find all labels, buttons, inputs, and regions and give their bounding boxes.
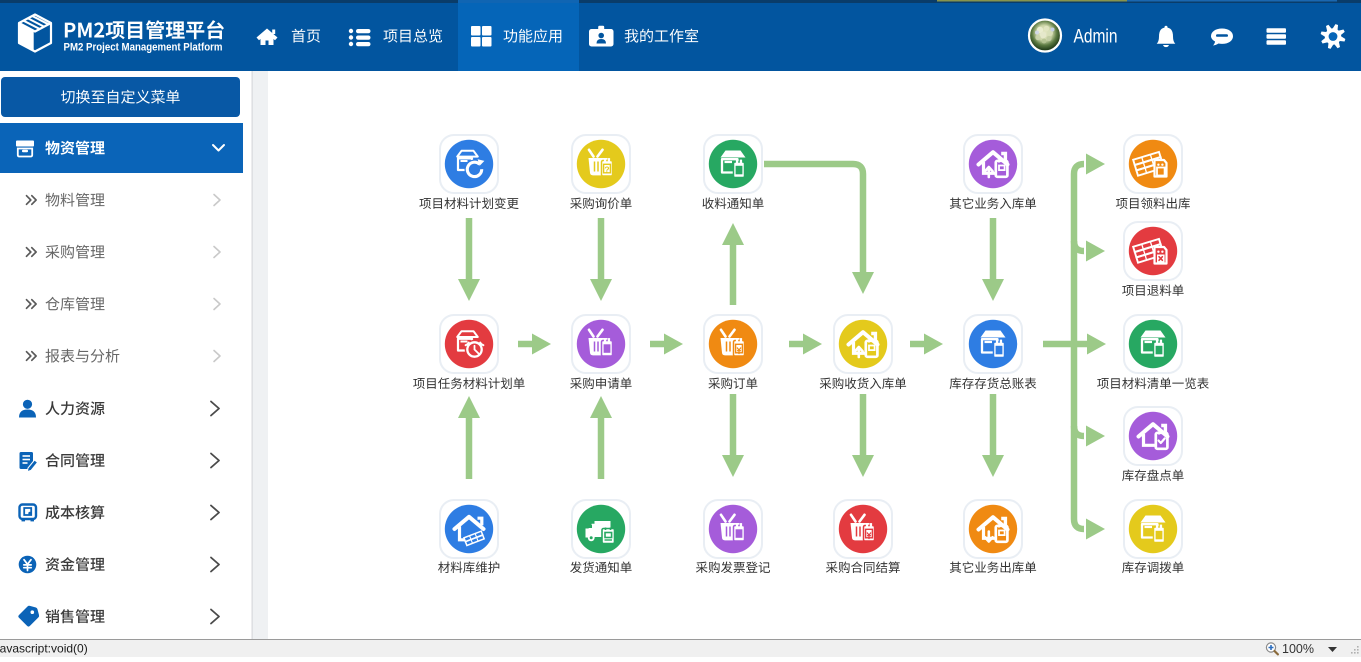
- svg-text:PM2 Project Management Platfor: PM2 Project Management Platform: [64, 42, 223, 54]
- svg-text:100%: 100%: [1282, 642, 1314, 656]
- svg-text:?: ?: [604, 165, 609, 175]
- svg-text:Admin: Admin: [1074, 26, 1118, 48]
- svg-text:javascript:void(0): javascript:void(0): [0, 642, 88, 656]
